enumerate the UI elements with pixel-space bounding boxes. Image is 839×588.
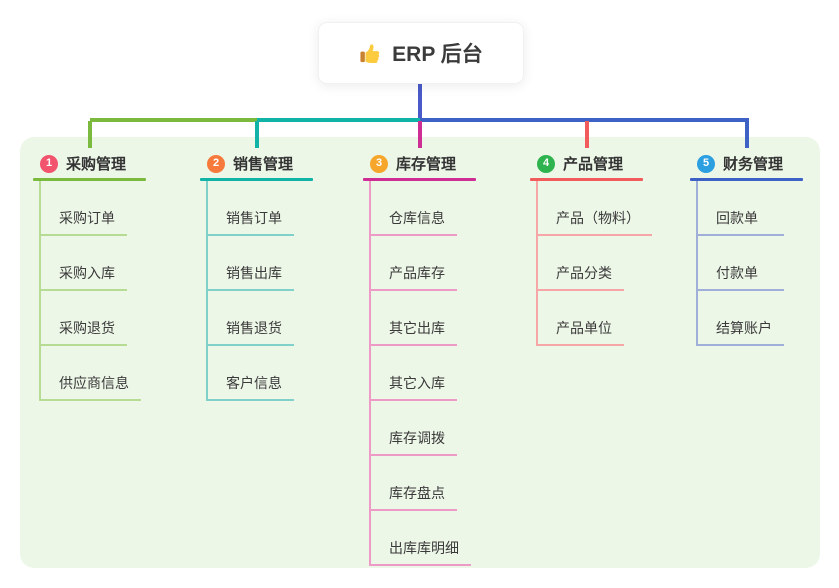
branch-spine: [536, 181, 538, 345]
branch-header[interactable]: 3 库存管理: [363, 150, 476, 177]
leaf-node[interactable]: 结算账户: [696, 291, 784, 346]
leaf-label: 库存调拨: [389, 430, 445, 446]
leaf-node[interactable]: 其它入库: [369, 346, 457, 401]
thumbs-up-icon: [359, 42, 382, 65]
leaf-node[interactable]: 产品（物料）: [536, 181, 652, 236]
branch-number-badge: 3: [370, 154, 388, 173]
leaf-label: 销售出库: [226, 265, 282, 281]
leaf-label: 采购入库: [59, 265, 115, 281]
root-node[interactable]: ERP 后台: [318, 22, 524, 84]
connector-drop: [584, 121, 589, 148]
leaf-node[interactable]: 采购订单: [39, 181, 127, 236]
branch-items: 回款单付款单结算账户: [696, 181, 803, 346]
branch-number-badge: 5: [697, 154, 715, 173]
leaf-node[interactable]: 库存盘点: [369, 456, 457, 511]
connector-segment: [419, 118, 749, 122]
leaf-label: 采购退货: [59, 320, 115, 336]
leaf-node[interactable]: 仓库信息: [369, 181, 457, 236]
branch-header[interactable]: 4 产品管理: [530, 150, 643, 177]
connector-segment: [89, 118, 257, 122]
leaf-node[interactable]: 库存调拨: [369, 401, 457, 456]
leaf-label: 销售退货: [226, 320, 282, 336]
leaf-label: 客户信息: [226, 375, 282, 391]
leaf-node[interactable]: 销售订单: [206, 181, 294, 236]
leaf-label: 回款单: [716, 210, 758, 226]
branch-items: 产品（物料） 产品分类产品单位: [536, 181, 652, 346]
branch-items: 销售订单销售出库销售退货客户信息: [206, 181, 313, 401]
leaf-node[interactable]: 销售出库: [206, 236, 294, 291]
leaf-node[interactable]: 采购退货: [39, 291, 127, 346]
branch-header[interactable]: 1 采购管理: [33, 150, 146, 177]
branch-header[interactable]: 2 销售管理: [200, 150, 313, 177]
leaf-label: 其它出库: [389, 320, 445, 336]
leaf-node[interactable]: 销售退货: [206, 291, 294, 346]
leaf-node[interactable]: 回款单: [696, 181, 784, 236]
connector-drop: [87, 121, 92, 148]
leaf-node[interactable]: 付款单: [696, 236, 784, 291]
branch-number-badge: 4: [537, 154, 555, 173]
leaf-label: 库存盘点: [389, 485, 445, 501]
leaf-node[interactable]: 客户信息: [206, 346, 294, 401]
leaf-node[interactable]: 产品分类: [536, 236, 624, 291]
branch-spine: [696, 181, 698, 345]
leaf-label: 结算账户: [716, 320, 772, 336]
branch-header[interactable]: 5 财务管理: [690, 150, 803, 177]
branch-column-3: 3 库存管理 仓库信息产品库存其它出库其它入库库存调拨库存盘点出库库明细: [363, 150, 476, 566]
branch-items: 采购订单采购入库采购退货供应商信息: [39, 181, 146, 401]
branch-spine: [39, 181, 41, 400]
leaf-node[interactable]: 其它出库: [369, 291, 457, 346]
leaf-label: 产品分类: [556, 265, 612, 281]
branch-column-2: 2 销售管理 销售订单销售出库销售退货客户信息: [200, 150, 313, 401]
leaf-node[interactable]: 采购入库: [39, 236, 127, 291]
branch-label: 财务管理: [723, 156, 784, 173]
leaf-label: 付款单: [716, 265, 758, 281]
leaf-node[interactable]: 出库库明细: [369, 511, 471, 566]
branch-label: 库存管理: [396, 156, 457, 173]
leaf-label: 其它入库: [389, 375, 445, 391]
leaf-node[interactable]: 供应商信息: [39, 346, 141, 401]
branch-underline: [33, 178, 146, 181]
branches-panel: [20, 137, 820, 568]
leaf-node[interactable]: 产品库存: [369, 236, 457, 291]
branch-spine: [369, 181, 371, 565]
leaf-label: 销售订单: [226, 210, 282, 226]
leaf-label: 产品单位: [556, 320, 612, 336]
branch-spine: [206, 181, 208, 400]
branch-column-5: 5 财务管理 回款单付款单结算账户: [690, 150, 803, 346]
branch-label: 销售管理: [233, 156, 294, 173]
branch-underline: [690, 178, 803, 181]
leaf-label: 采购订单: [59, 210, 115, 226]
branch-number-badge: 2: [207, 154, 225, 173]
branch-underline: [200, 178, 313, 181]
branch-underline: [363, 178, 476, 181]
leaf-label: 仓库信息: [389, 210, 445, 226]
branch-items: 仓库信息产品库存其它出库其它入库库存调拨库存盘点出库库明细: [369, 181, 476, 566]
branch-label: 采购管理: [66, 156, 127, 173]
leaf-label: 供应商信息: [59, 375, 129, 391]
leaf-node[interactable]: 产品单位: [536, 291, 624, 346]
branch-underline: [530, 178, 643, 181]
leaf-label: 出库库明细: [389, 540, 459, 556]
branch-column-4: 4 产品管理 产品（物料） 产品分类产品单位: [530, 150, 652, 346]
root-title: ERP 后台: [392, 43, 483, 66]
connector-drop: [254, 121, 259, 148]
branch-number-badge: 1: [40, 154, 58, 173]
connector-root-stem: [417, 82, 422, 118]
connector-drop: [744, 121, 749, 148]
branch-label: 产品管理: [563, 156, 624, 173]
branch-column-1: 1 采购管理 采购订单采购入库采购退货供应商信息: [33, 150, 146, 401]
connector-segment: [256, 118, 420, 122]
leaf-label: 产品库存: [389, 265, 445, 281]
leaf-label: 产品（物料）: [556, 210, 640, 226]
connector-drop: [417, 121, 422, 148]
